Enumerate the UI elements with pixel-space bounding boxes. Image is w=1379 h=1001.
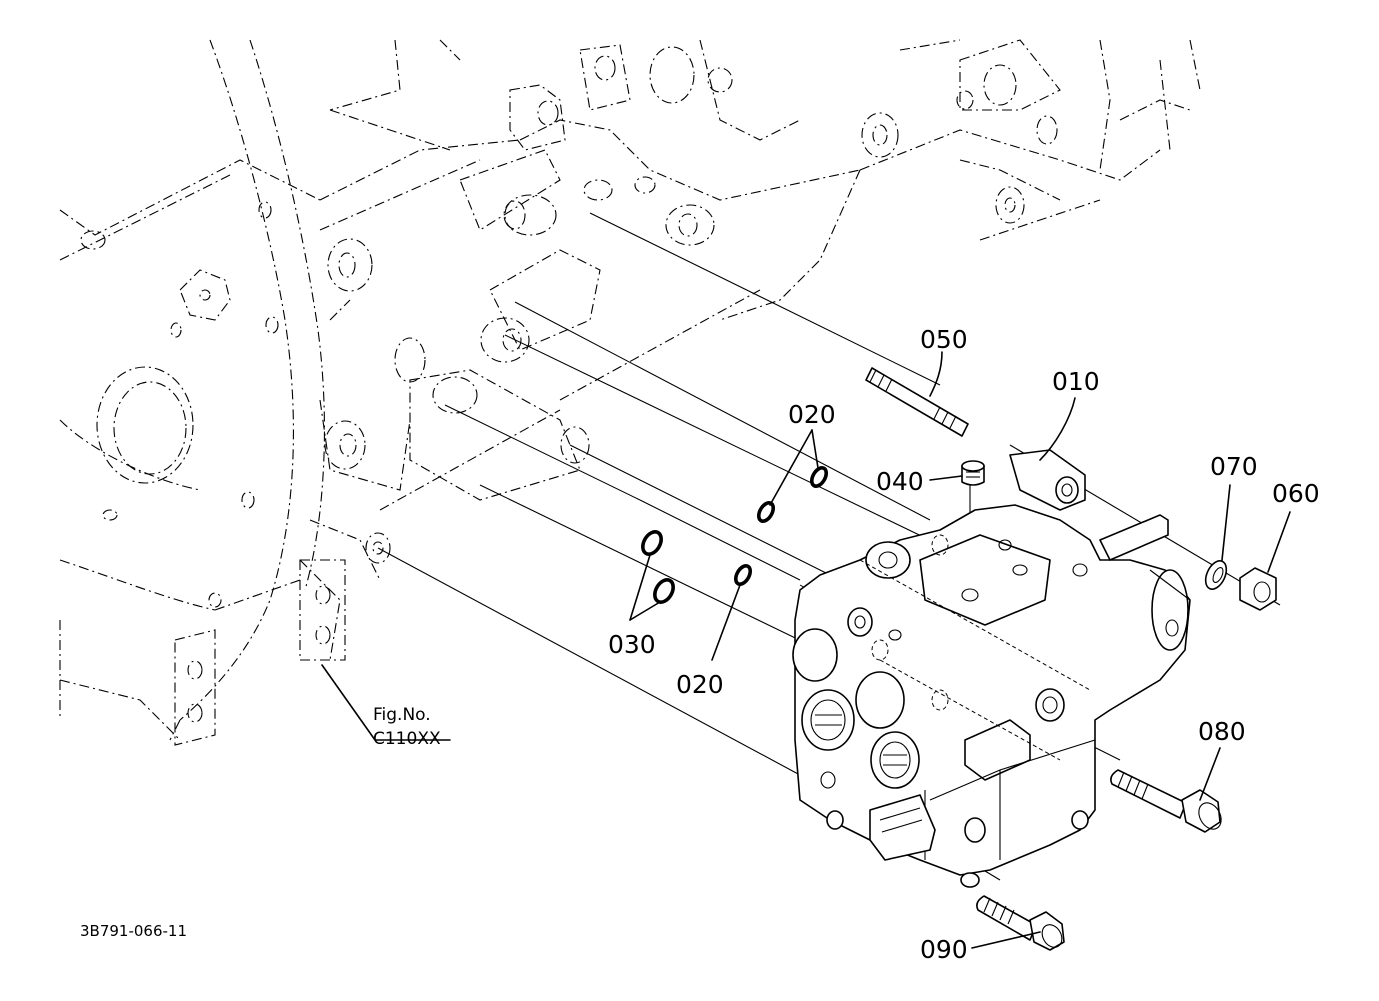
callout-010: 010 bbox=[1052, 367, 1100, 396]
o-ring-030 bbox=[641, 530, 675, 604]
callout-040: 040 bbox=[876, 467, 924, 496]
callout-030: 030 bbox=[608, 630, 656, 659]
bolt-080 bbox=[1110, 769, 1222, 833]
figure-ref-number: C110XX bbox=[373, 729, 441, 749]
callout-060: 060 bbox=[1272, 479, 1320, 508]
callout-leaders bbox=[321, 351, 1291, 949]
drawing-code: 3B791-066-11 bbox=[80, 922, 187, 940]
bolt-090 bbox=[976, 895, 1065, 951]
callout-020-lower: 020 bbox=[676, 670, 724, 699]
control-valve-assembly-010 bbox=[792, 449, 1191, 888]
callout-050: 050 bbox=[920, 325, 968, 354]
transmission-housing bbox=[59, 39, 1201, 746]
figure-ref-label: Fig.No. bbox=[373, 705, 431, 725]
plug-040 bbox=[961, 460, 985, 486]
stud-bolt-050 bbox=[865, 367, 969, 437]
o-ring-020-lower bbox=[733, 564, 753, 586]
washer-070 bbox=[1204, 560, 1228, 590]
nut-060 bbox=[1239, 567, 1277, 611]
callout-070: 070 bbox=[1210, 452, 1258, 481]
callout-020-upper: 020 bbox=[788, 400, 836, 429]
callout-080: 080 bbox=[1198, 717, 1246, 746]
callout-090: 090 bbox=[920, 935, 968, 964]
